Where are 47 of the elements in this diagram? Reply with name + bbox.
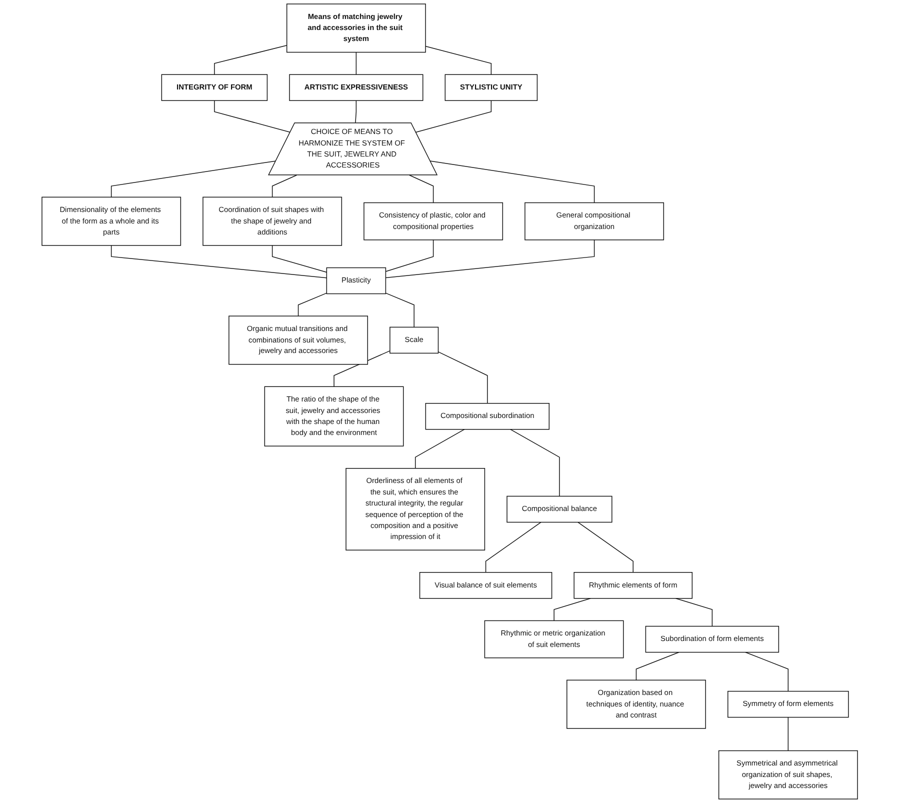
connector [438, 351, 488, 404]
connector [355, 100, 357, 124]
node-box [264, 386, 404, 446]
connector [272, 174, 298, 198]
node-box [728, 690, 850, 718]
node-box [286, 4, 426, 53]
node-box [364, 202, 504, 240]
node-box [524, 202, 664, 240]
connector [425, 46, 492, 75]
connector [356, 52, 357, 75]
node-box [574, 572, 693, 599]
connector [636, 652, 680, 680]
connector [111, 245, 328, 278]
node-box [646, 626, 780, 653]
node-box [420, 572, 552, 599]
node-box [445, 74, 538, 101]
node-box [42, 196, 182, 246]
connector [416, 100, 492, 133]
connector [676, 598, 713, 627]
node-box [289, 74, 424, 101]
connector [578, 522, 634, 573]
node-box [506, 496, 613, 523]
connector [334, 350, 391, 387]
connector [486, 522, 542, 573]
connector [386, 240, 595, 278]
node-box [390, 326, 439, 354]
node-box [326, 267, 386, 294]
connector [214, 100, 291, 133]
node-box [484, 620, 624, 658]
connector [298, 292, 328, 316]
node-box [718, 750, 858, 800]
node-box [346, 468, 486, 550]
node-box [228, 316, 368, 365]
connector [430, 160, 595, 204]
connector [214, 45, 288, 75]
connector [272, 245, 328, 273]
connector [415, 428, 466, 469]
node-box [566, 680, 706, 729]
connector [510, 428, 560, 497]
node-box [202, 196, 342, 246]
connector [111, 160, 277, 198]
connector [788, 716, 789, 752]
connector [386, 240, 434, 272]
node-box [426, 402, 550, 430]
connector [745, 652, 789, 692]
node-box [162, 74, 268, 101]
connector [554, 598, 592, 622]
